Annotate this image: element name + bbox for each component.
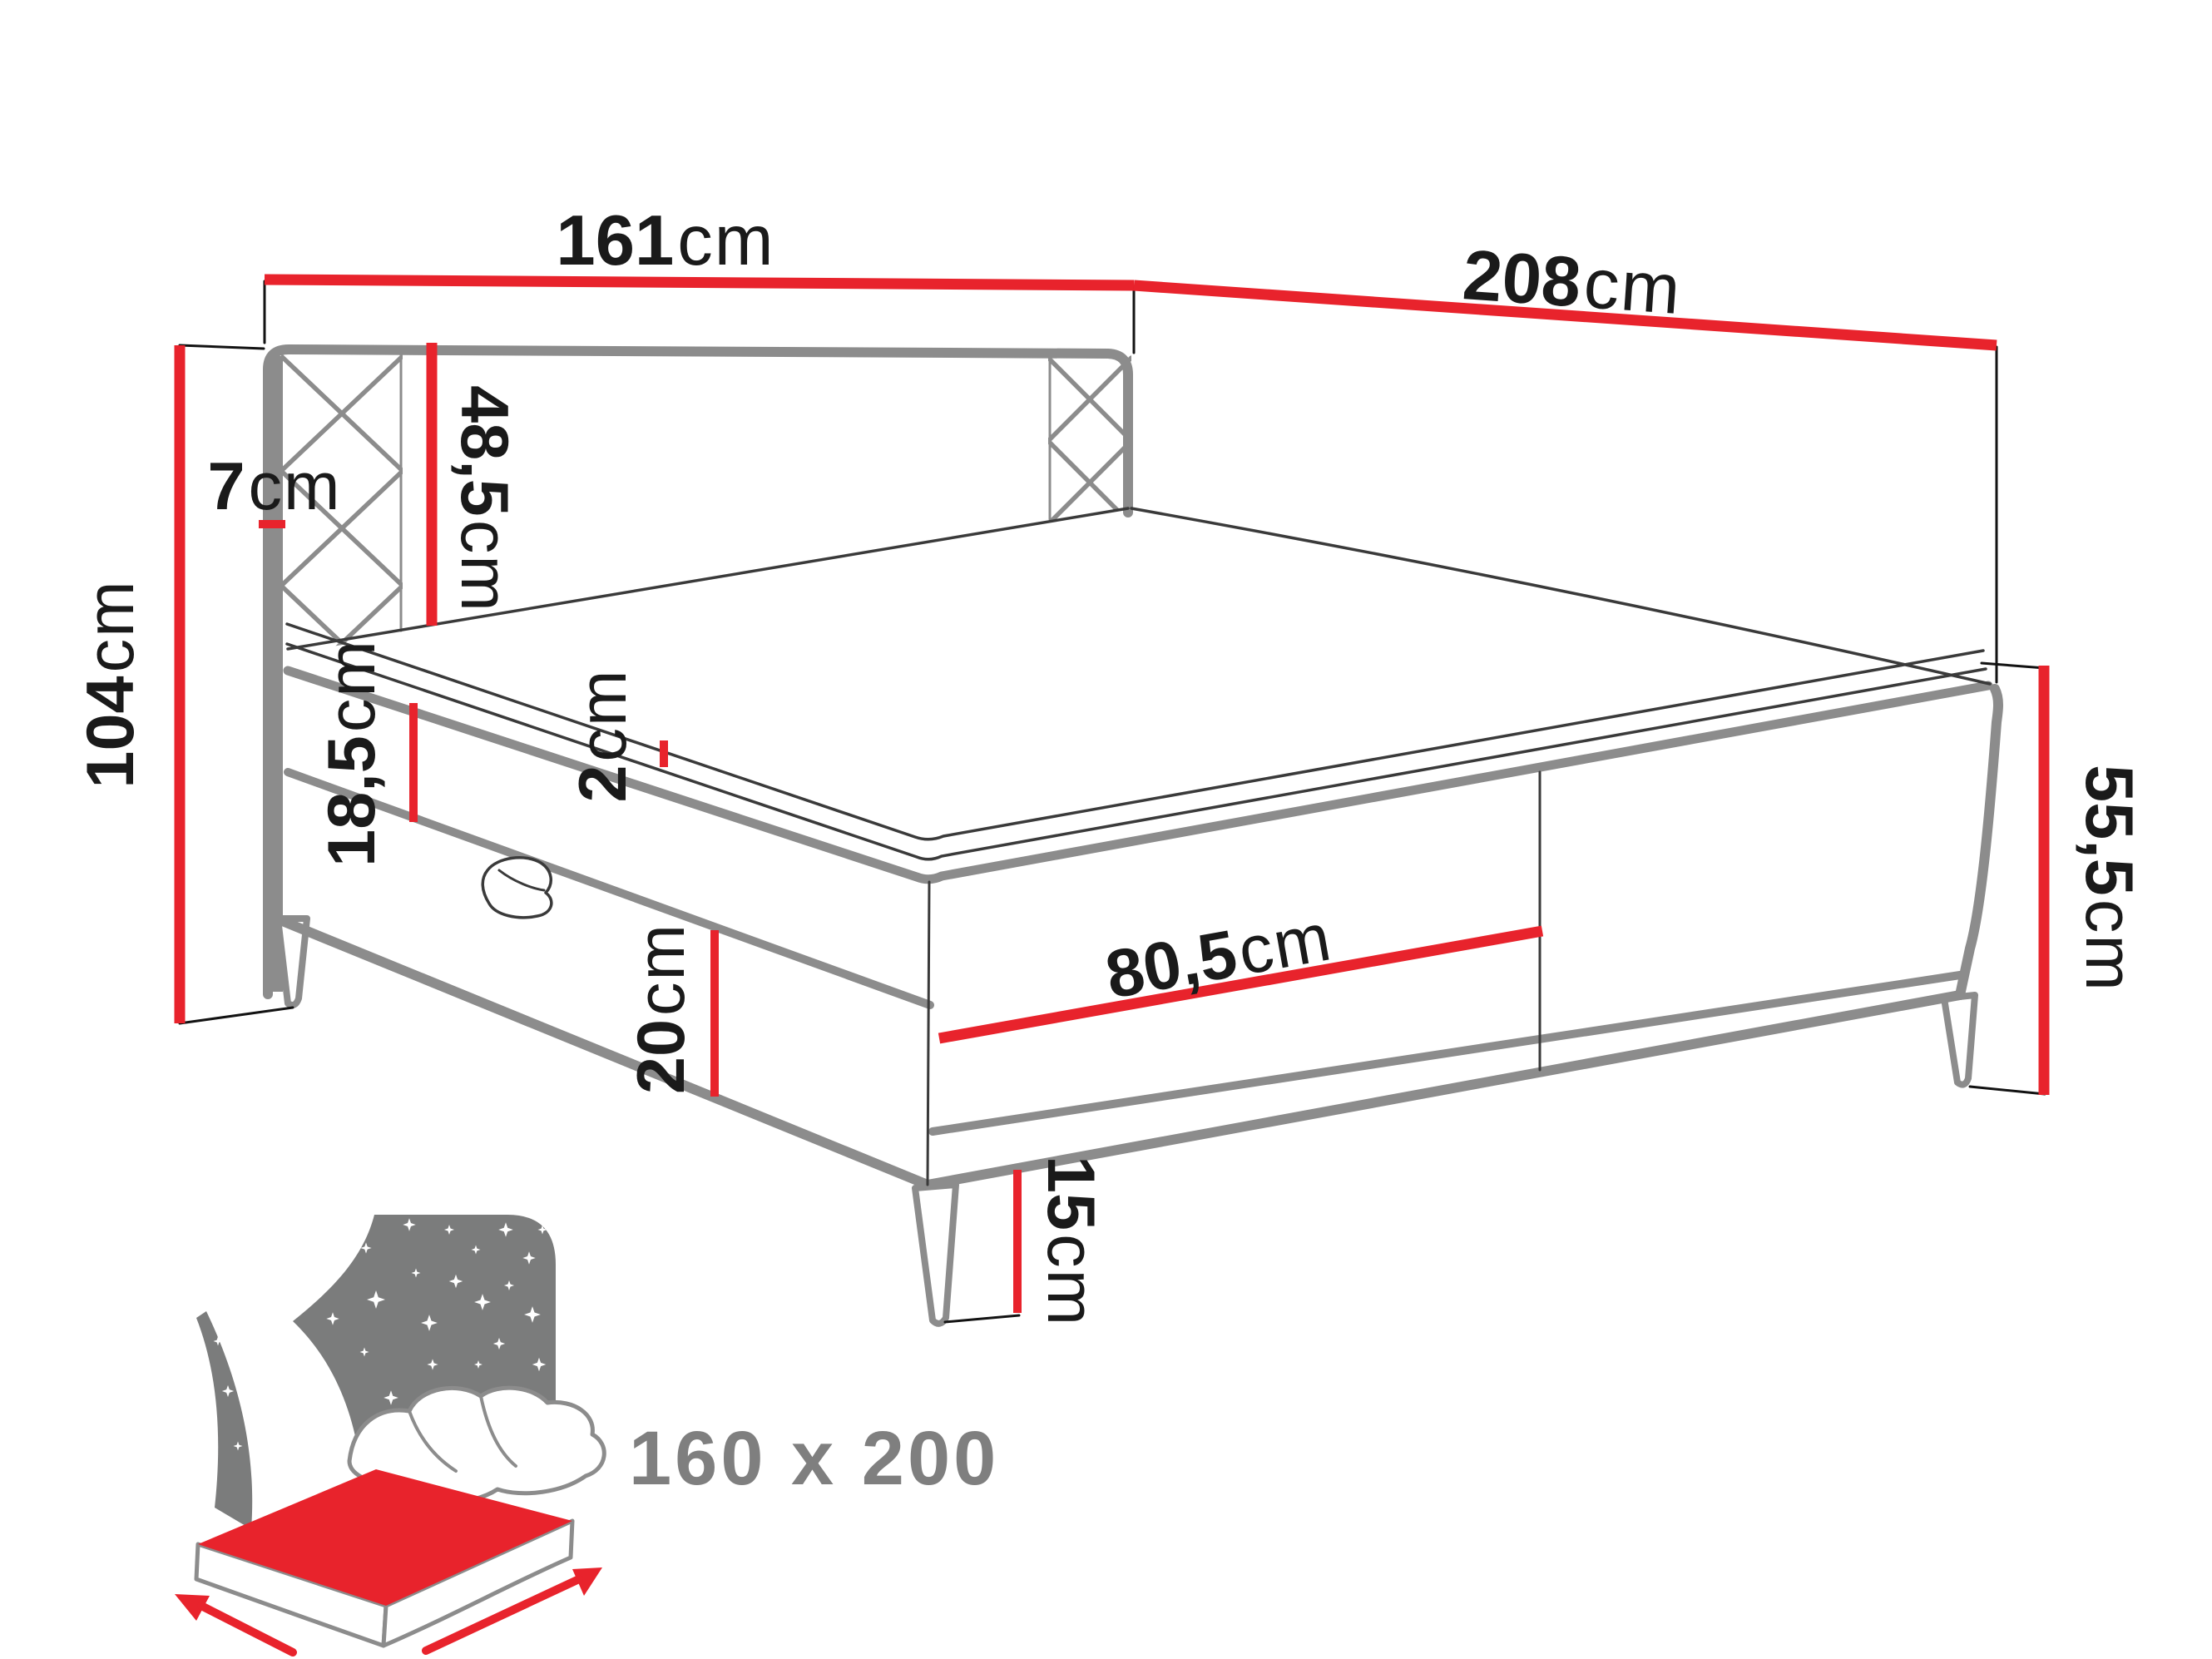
leg-front: [912, 1181, 959, 1327]
lattice-line: [1048, 438, 1131, 522]
bed-legs: [275, 915, 1978, 1327]
dim-label-55-5: 55,5cm: [2071, 765, 2146, 993]
base-left-face: [279, 657, 928, 1185]
extension-line: [178, 344, 265, 350]
dim-line-depth-208: [1133, 280, 1997, 351]
mattress-contour-line: [285, 642, 1987, 861]
icon-curtain-sliver: [196, 1311, 253, 1529]
icon-duvet-fold: [479, 1394, 517, 1468]
dim-label-width-161: 161cm: [556, 201, 774, 280]
mattress-topper-line: [285, 622, 1985, 841]
dim-label-depth-208: 208cm: [1460, 235, 1684, 329]
base-right-edge: [1955, 684, 2003, 1000]
dim-line-80-5: [938, 925, 1544, 1044]
mattress-rear-edge: [1130, 507, 1992, 686]
icon-arrow-head-width: [175, 1594, 210, 1621]
icon-arrow-shaft-width: [197, 1602, 297, 1657]
headboard-outline: [263, 344, 1133, 999]
star-icon: [337, 1419, 349, 1430]
size-badge-label: 160 x 200: [629, 1416, 999, 1501]
lattice-line: [281, 354, 403, 473]
star-icon: [298, 1256, 314, 1273]
icon-mattress-left-side: [194, 1542, 388, 1648]
star-icon: [294, 1400, 305, 1412]
headboard-face: [268, 348, 1128, 997]
extension-line: [1968, 1085, 2046, 1096]
extension-line: [943, 1314, 1021, 1324]
dim-label-leg-15: 15cm: [1033, 1156, 1108, 1327]
icon-duvet-fold: [408, 1409, 458, 1473]
dim-line-width-161: [264, 274, 1135, 291]
icon-mattress-top: [198, 1469, 572, 1606]
mattress-front-edge: [283, 666, 1993, 884]
base-corner-line: [926, 880, 931, 1186]
leg-rear-right: [1941, 992, 1978, 1088]
lattice-line: [1048, 524, 1131, 607]
base-left-seam: [284, 768, 934, 1009]
star-icon: [307, 1365, 322, 1380]
base-front-seam: [928, 971, 1964, 1136]
icon-mattress-front-side: [381, 1518, 575, 1648]
dim-label-topper-2: 2cm: [566, 668, 641, 802]
icon-arrow-shaft-length: [422, 1575, 583, 1655]
leg-head-left: [275, 915, 310, 1008]
icon-arrow-head-length: [572, 1567, 602, 1596]
lattice-line: [1048, 524, 1131, 607]
bed-drawing: 161cm 208cm 104cm 7cm 48,5cm 18,5cm 2cm …: [73, 201, 2146, 1327]
base-left-bottom-edge: [275, 915, 933, 1190]
extension-line: [1980, 661, 2046, 670]
base-front-face: [928, 678, 1995, 1185]
storage-handle: [481, 856, 553, 919]
base-front-bottom-edge: [923, 990, 1965, 1190]
lattice-line: [1048, 355, 1131, 443]
dim-label-height-104: 104cm: [73, 579, 148, 788]
lattice-line: [281, 468, 403, 588]
dim-label-18-5: 18,5cm: [314, 639, 389, 867]
storage-handle-fold: [497, 869, 546, 892]
dim-label-20: 20cm: [624, 923, 699, 1094]
dim-label-headboard-48-5: 48,5cm: [447, 385, 522, 613]
extension-line: [178, 1006, 294, 1025]
dim-label-thickness-7: 7cm: [207, 449, 341, 524]
bed-size-icon: 160 x 200: [175, 1215, 999, 1657]
